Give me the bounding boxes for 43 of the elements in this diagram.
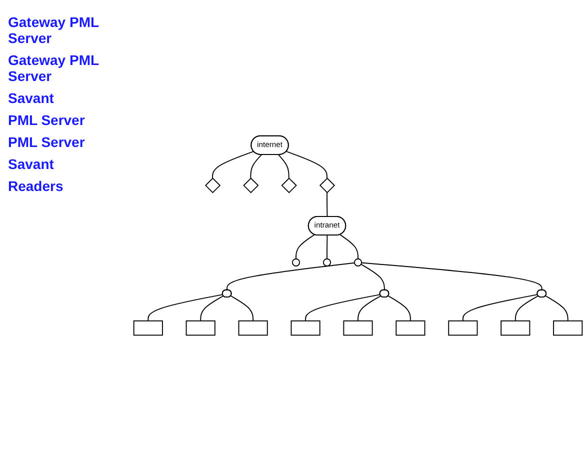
node-caption: Readers: [8, 178, 64, 194]
connector: [200, 295, 224, 322]
node-caption: PML Server: [8, 134, 86, 150]
connector: [388, 295, 411, 322]
node-caption: Savant: [8, 90, 55, 106]
node-circle: [292, 258, 300, 266]
connector: [278, 154, 290, 179]
node-caption: Savant: [8, 156, 55, 172]
connector: [212, 150, 254, 179]
node-box: [448, 320, 478, 336]
node-box: [343, 320, 373, 336]
node-box: [186, 320, 216, 336]
connector: [296, 234, 316, 260]
connector: [339, 234, 358, 260]
connector: [226, 262, 355, 291]
connector: [250, 154, 262, 179]
node-box: [500, 320, 530, 336]
connector: [326, 234, 328, 260]
connector: [462, 294, 538, 322]
node-caption: Gateway PML Server: [8, 14, 100, 46]
node-diamond: [319, 178, 336, 194]
connector: [326, 192, 328, 218]
node-box: [133, 320, 163, 336]
connector: [286, 150, 328, 179]
connector: [545, 295, 568, 322]
node-caption: PML Server: [8, 112, 86, 128]
connector: [361, 262, 542, 291]
node-circle: [322, 258, 332, 266]
node-box: [290, 320, 320, 336]
connector: [360, 264, 385, 291]
connector: [358, 295, 382, 322]
node-box: [396, 320, 426, 336]
node-box: [238, 320, 268, 336]
connector: [230, 295, 254, 322]
node-diamond: [204, 178, 221, 194]
node-diamond: [243, 178, 259, 194]
connector: [148, 294, 224, 322]
node-diamond: [281, 178, 297, 194]
node-box: [553, 320, 583, 336]
node-circle: [354, 258, 362, 266]
connector: [514, 295, 539, 322]
node-caption: Gateway PML Server: [8, 52, 100, 84]
connector: [305, 294, 381, 322]
